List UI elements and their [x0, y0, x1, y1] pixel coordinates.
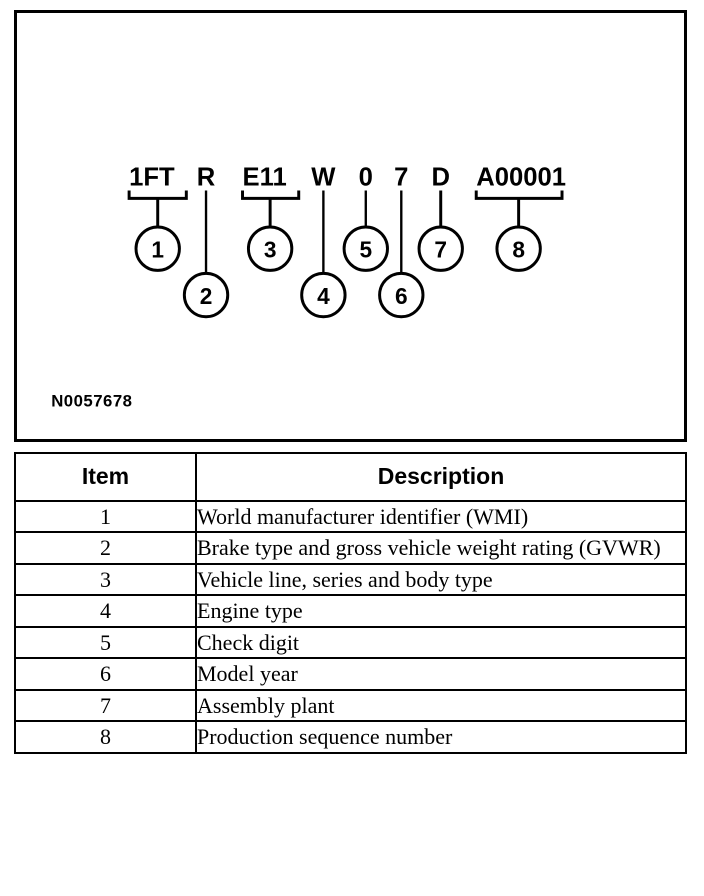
table-row: 6 Model year	[14, 657, 687, 691]
cell-item: 5	[14, 625, 197, 660]
callout-label-5: 5	[359, 237, 372, 263]
leader-bracket-3	[241, 190, 301, 200]
callout-circle-2	[182, 271, 230, 319]
callout-circle-8	[495, 225, 542, 272]
callout-label-4: 4	[317, 283, 330, 309]
cell-item: 3	[14, 562, 197, 597]
callout-label-2: 2	[200, 283, 213, 309]
callout-label-3: 3	[264, 237, 277, 263]
table-row: 3 Vehicle line, series and body type	[14, 562, 687, 597]
callout-label-6: 6	[395, 283, 408, 309]
table-row: 1 World manufacturer identifier (WMI)	[14, 499, 687, 534]
vin-segment-text-7: D	[431, 164, 450, 192]
callout-circle-4	[300, 271, 347, 319]
table-row: 8 Production sequence number	[14, 720, 687, 754]
vin-segment-text-2: R	[197, 164, 216, 192]
vin-segment-text-1: 1FT	[129, 164, 175, 192]
table-row: 4 Engine type	[14, 594, 687, 628]
cell-item: 7	[14, 688, 197, 723]
table-row: 7 Assembly plant	[14, 688, 687, 723]
vin-segment-text-4: W	[311, 164, 336, 192]
column-header-description: Description	[195, 452, 687, 502]
callout-circle-1	[134, 225, 181, 272]
callout-circle-3	[246, 225, 294, 272]
callout-label-1: 1	[151, 237, 164, 263]
vin-segment-text-3: E11	[243, 164, 287, 192]
vin-breakdown-diagram: 1FT R E11 W 0 7 D A00001 1 3	[51, 164, 566, 411]
figure-id-label: N0057678	[51, 391, 132, 410]
table-header-row: Item Description	[14, 452, 687, 502]
column-header-item: Item	[14, 452, 197, 502]
cell-item: 4	[14, 594, 197, 628]
leader-bracket-8	[474, 190, 564, 200]
cell-description: Engine type	[195, 594, 687, 628]
cell-item: 8	[14, 720, 197, 754]
cell-item: 2	[14, 531, 197, 565]
vin-figure-panel: 1FT R E11 W 0 7 D A00001 1 3	[14, 10, 687, 442]
vin-segment-text-6: 7	[394, 164, 408, 192]
cell-description: Model year	[195, 657, 687, 691]
vin-segment-text-8: A00001	[476, 164, 566, 192]
callout-circle-7	[417, 225, 464, 272]
cell-item: 1	[14, 499, 197, 534]
cell-description: Assembly plant	[195, 688, 687, 723]
callout-label-8: 8	[512, 237, 525, 263]
cell-description: Check digit	[195, 625, 687, 660]
table-body: 1 World manufacturer identifier (WMI) 2 …	[14, 499, 687, 754]
cell-description: Production sequence number	[195, 720, 687, 754]
cell-description: Vehicle line, series and body type	[195, 562, 687, 597]
cell-description: Brake type and gross vehicle weight rati…	[195, 531, 687, 565]
vin-item-description-table: Item Description 1 World manufacturer id…	[14, 452, 687, 754]
cell-description: World manufacturer identifier (WMI)	[195, 499, 687, 534]
leader-bracket-1	[127, 190, 188, 200]
table-row: 2 Brake type and gross vehicle weight ra…	[14, 531, 687, 565]
cell-item: 6	[14, 657, 197, 691]
vin-segment-text-5: 0	[359, 164, 373, 192]
callout-circle-5	[342, 225, 389, 272]
table-row: 5 Check digit	[14, 625, 687, 660]
callout-label-7: 7	[434, 237, 447, 263]
callout-circle-6	[378, 271, 425, 319]
